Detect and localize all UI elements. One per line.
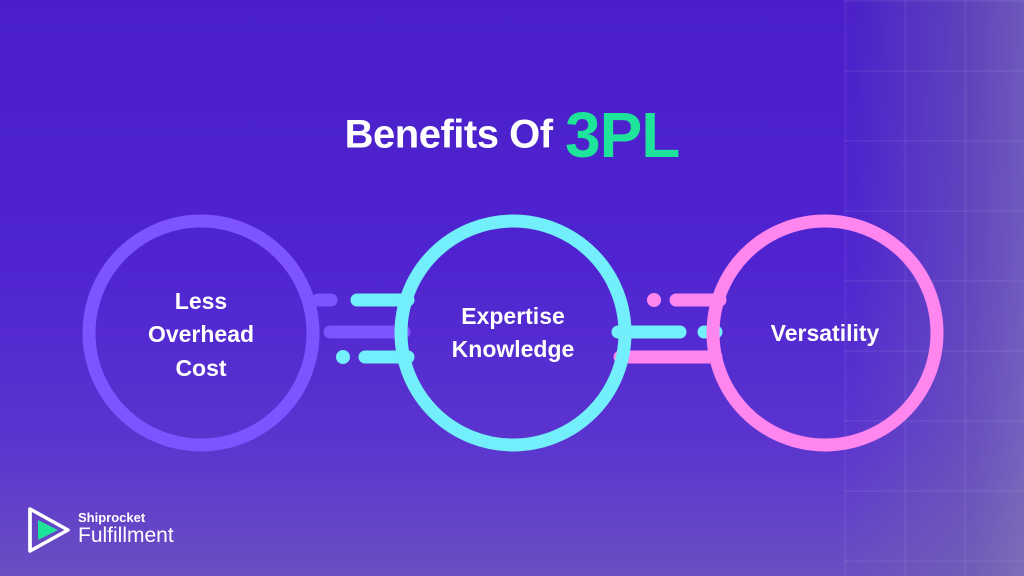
connector-right bbox=[611, 293, 727, 364]
page-title: Benefits Of 3PL bbox=[0, 98, 1024, 172]
title-prefix: Benefits Of bbox=[344, 112, 553, 157]
benefit-label-1: Less Overhead Cost bbox=[147, 288, 255, 381]
benefit-ring-3 bbox=[706, 214, 944, 452]
benefit-ring-2 bbox=[394, 214, 632, 452]
benefit-ring-1 bbox=[82, 214, 320, 452]
shiprocket-logo-icon bbox=[28, 507, 70, 553]
title-highlight: 3PL bbox=[564, 99, 680, 171]
brand-name: Shiprocket Fulfillment bbox=[78, 510, 174, 548]
brand-name-small: Shiprocket bbox=[78, 510, 146, 525]
benefit-label-2: Expertise Knowledge bbox=[451, 303, 575, 363]
connector-left bbox=[311, 293, 415, 364]
brand-name-large: Fulfillment bbox=[78, 524, 174, 547]
benefit-label-3: Versatility bbox=[770, 320, 880, 346]
